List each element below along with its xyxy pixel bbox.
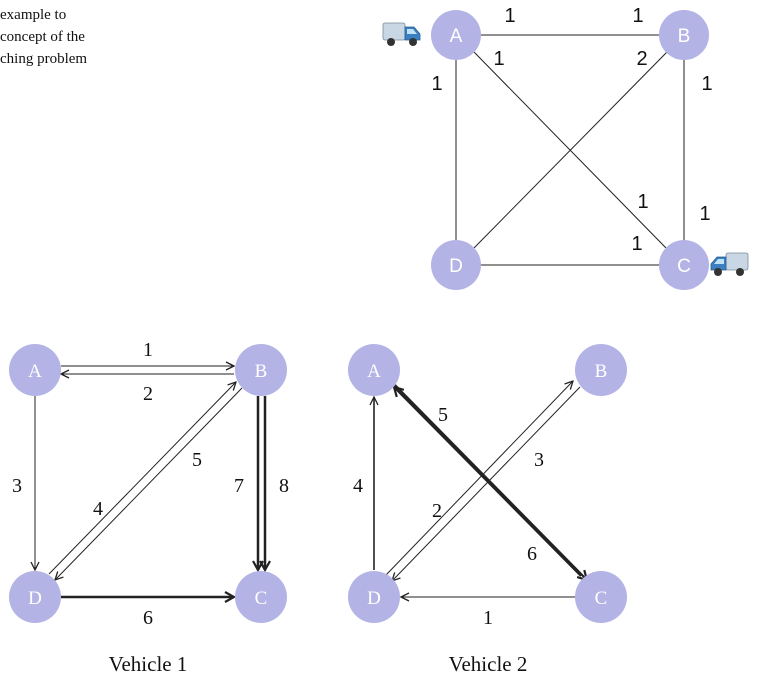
v1-node-a: A — [9, 344, 61, 396]
top-weight-bc-b: 1 — [701, 73, 712, 95]
v2-node-d: D — [348, 571, 400, 623]
top-weight-ad-a: 1 — [431, 73, 442, 95]
v1-label-a-to-b: 1 — [143, 339, 153, 361]
v1-node-c-label: C — [255, 588, 268, 609]
top-node-d-label: D — [449, 256, 463, 277]
v1-label-b-to-c-first: 7 — [234, 475, 244, 497]
top-graph: A B C D 1 1 1 1 2 1 1 — [382, 5, 749, 290]
v1-label-a-to-d: 3 — [12, 475, 22, 497]
top-weight-ab-a: 1 — [504, 5, 515, 27]
v2-node-a: A — [348, 344, 400, 396]
top-node-b: B — [659, 10, 709, 60]
top-weight-bd-b: 2 — [636, 48, 647, 70]
intro-line-2: concept of the — [0, 29, 85, 45]
top-weight-dc-c: 1 — [631, 233, 642, 255]
v1-node-d: D — [9, 571, 61, 623]
truck-icon — [382, 22, 421, 47]
intro-line-3: ching problem — [0, 51, 88, 67]
v1-edge-d-to-b — [48, 382, 236, 575]
v1-caption: Vehicle 1 — [109, 652, 188, 676]
v2-edge-a-to-c — [389, 379, 587, 580]
top-weight-ab-b: 1 — [632, 5, 643, 27]
v1-label-b-to-d: 4 — [93, 498, 103, 520]
v2-label-d-to-b: 3 — [534, 449, 544, 471]
vehicle1-graph: A B C D 1 2 3 4 5 6 7 8 Vehicle 1 — [9, 339, 289, 676]
top-node-a-label: A — [450, 26, 463, 47]
v2-label-a-to-c: 6 — [527, 543, 537, 565]
v1-label-b-to-a: 2 — [143, 383, 153, 405]
vehicle2-graph: A B C D 1 2 3 4 5 6 Vehicle 2 — [348, 344, 627, 676]
top-weight-ac-a: 1 — [493, 48, 504, 70]
intro-line-1: example to — [0, 7, 67, 23]
v2-edge-c-to-a — [394, 387, 582, 577]
top-node-c: C — [659, 240, 709, 290]
v1-edge-b-to-d — [55, 387, 243, 580]
v1-node-c: C — [235, 571, 287, 623]
truck-icon — [710, 252, 749, 277]
v2-label-c-to-d: 1 — [483, 607, 493, 629]
top-node-d: D — [431, 240, 481, 290]
v2-node-b: B — [575, 344, 627, 396]
v2-node-c-label: C — [595, 588, 608, 609]
v1-edges — [35, 366, 265, 597]
v1-node-b-label: B — [255, 361, 268, 382]
top-edge-bd — [473, 51, 668, 249]
v2-edges — [374, 379, 587, 597]
intro-text: example to concept of the ching problem — [0, 4, 150, 70]
v2-edge-d-to-b — [385, 381, 573, 576]
v2-node-c: C — [575, 571, 627, 623]
v1-node-d-label: D — [28, 588, 42, 609]
v1-node-a-label: A — [28, 361, 42, 382]
v2-caption: Vehicle 2 — [449, 652, 528, 676]
v2-node-d-label: D — [367, 588, 381, 609]
v2-edge-b-to-d — [392, 386, 581, 581]
v2-label-b-to-d: 2 — [432, 500, 442, 522]
top-node-b-label: B — [678, 26, 691, 47]
v2-label-d-to-a: 4 — [353, 475, 363, 497]
v1-label-b-to-c-second: 8 — [279, 475, 289, 497]
top-weight-bc-c: 1 — [699, 203, 710, 225]
v2-node-b-label: B — [595, 361, 608, 382]
v1-node-b: B — [235, 344, 287, 396]
v2-node-a-label: A — [367, 361, 381, 382]
top-node-c-label: C — [677, 256, 691, 277]
top-edges — [455, 34, 685, 266]
v1-label-d-to-c: 6 — [143, 607, 153, 629]
top-weight-ac-c: 1 — [637, 191, 648, 213]
top-node-a: A — [431, 10, 481, 60]
v2-label-c-to-a: 5 — [438, 404, 448, 426]
v1-label-d-to-b: 5 — [192, 449, 202, 471]
